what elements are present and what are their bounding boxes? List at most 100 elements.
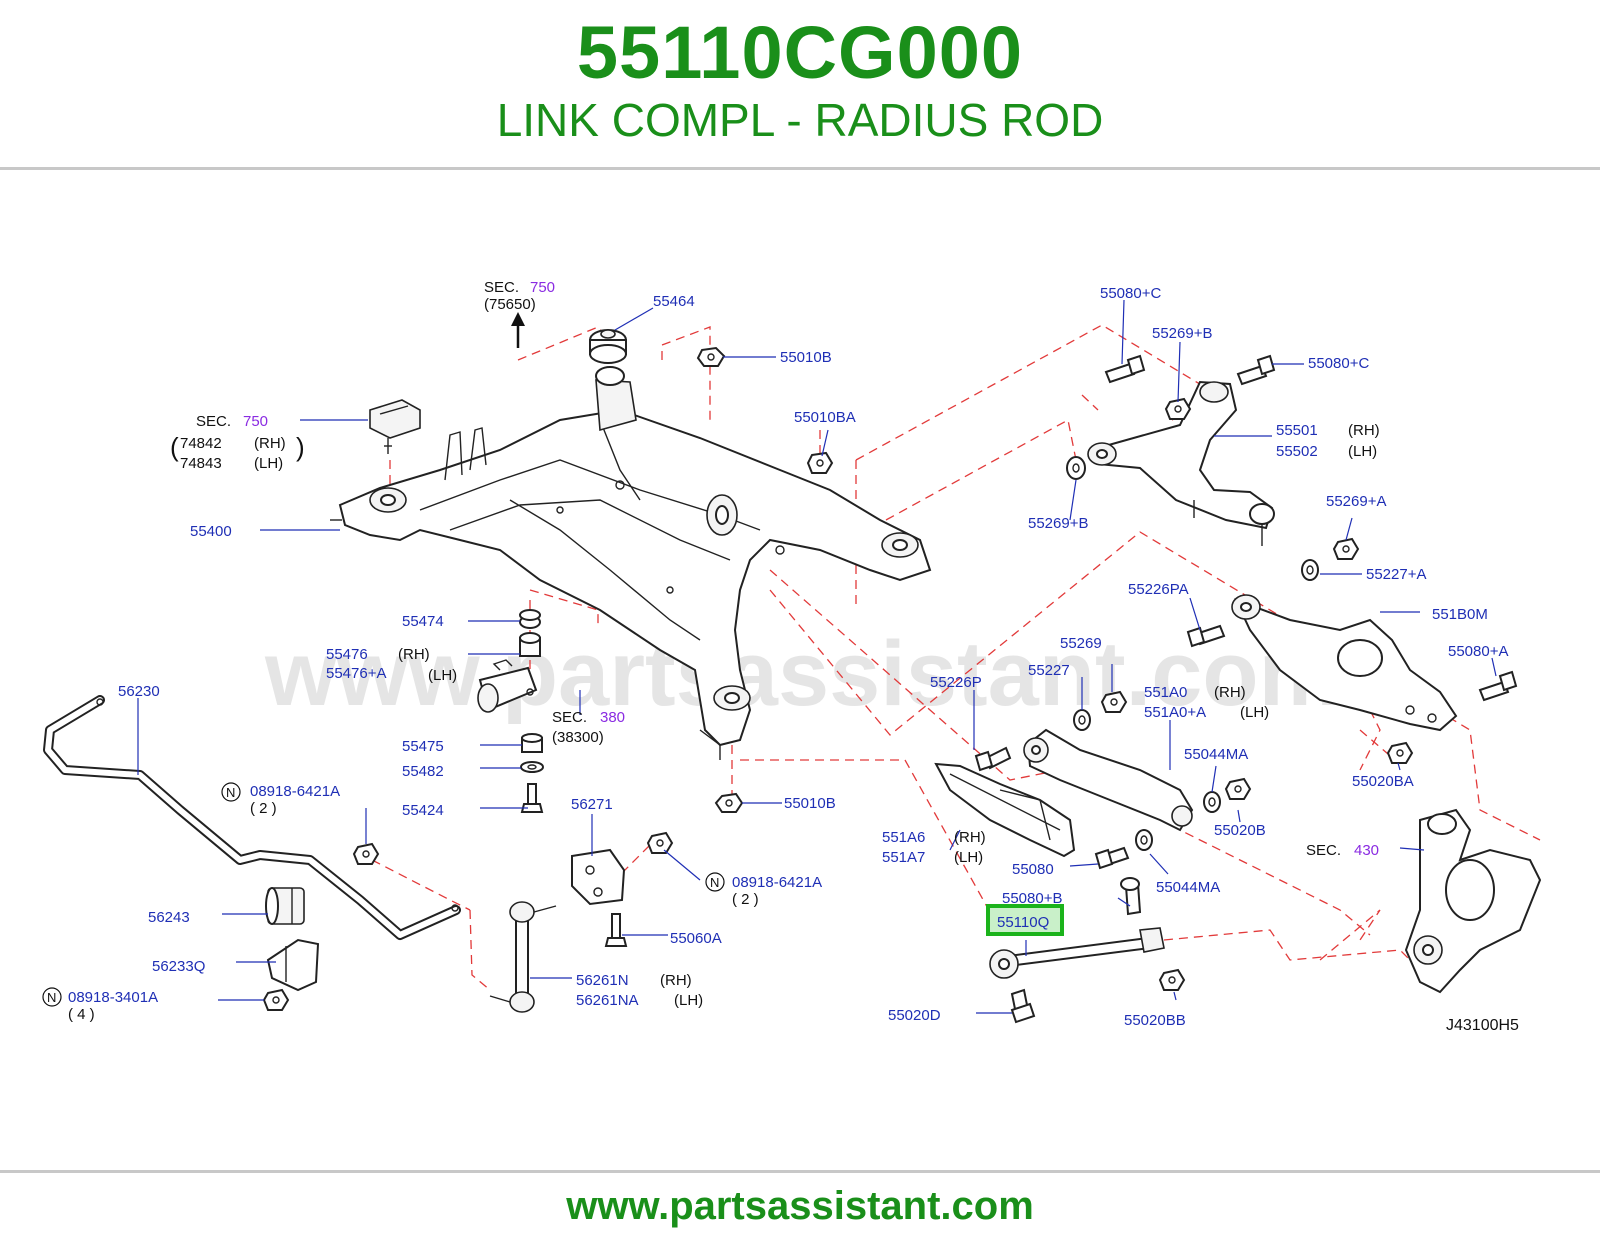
mount-55464 <box>589 329 627 364</box>
label-74842: 74842 <box>180 435 222 452</box>
page-header: 55110CG000 LINK COMPL - RADIUS ROD <box>0 0 1600 168</box>
label-55464[interactable]: 55464 <box>653 293 695 310</box>
label-55269B-mid[interactable]: 55269+B <box>1028 515 1088 532</box>
bracket-74842 <box>369 399 421 454</box>
label-55502[interactable]: 55502 <box>1276 443 1318 460</box>
bolt-55226PA <box>1186 624 1226 648</box>
n-symbol-left: N <box>226 785 235 800</box>
n-symbol-bottom: N <box>47 990 56 1005</box>
label-55110Q[interactable]: 55110Q <box>997 914 1049 931</box>
label-sec-430-number[interactable]: 430 <box>1354 842 1379 859</box>
label-55227[interactable]: 55227 <box>1028 662 1070 679</box>
label-55476A-lh: (LH) <box>428 667 457 684</box>
label-55080A[interactable]: 55080+A <box>1448 643 1508 660</box>
label-55080C-top[interactable]: 55080+C <box>1100 285 1161 302</box>
label-551A0[interactable]: 551A0 <box>1144 684 1187 701</box>
label-55060A[interactable]: 55060A <box>670 930 722 947</box>
washers-55475-55482 <box>520 733 544 773</box>
label-55226P[interactable]: 55226P <box>930 674 982 691</box>
stabilizer-bar-56230 <box>43 695 461 940</box>
label-55269A[interactable]: 55269+A <box>1326 493 1386 510</box>
label-55269[interactable]: 55269 <box>1060 635 1102 652</box>
label-qty-2-mid: ( 2 ) <box>732 891 759 908</box>
bolt-55080 <box>1094 846 1130 870</box>
label-55502-lh: (LH) <box>1348 443 1377 460</box>
label-55020D[interactable]: 55020D <box>888 1007 941 1024</box>
footer-url[interactable]: www.partsassistant.com <box>566 1184 1034 1228</box>
label-55080B[interactable]: 55080+B <box>1002 890 1062 907</box>
label-55475[interactable]: 55475 <box>402 738 444 755</box>
label-55010B-bottom[interactable]: 55010B <box>784 795 836 812</box>
radius-rod-55110Q <box>989 927 1165 979</box>
label-56233Q[interactable]: 56233Q <box>152 958 205 975</box>
label-551A6[interactable]: 551A6 <box>882 829 925 846</box>
label-56261NA-lh: (LH) <box>674 992 703 1009</box>
label-551A0A[interactable]: 551A0+A <box>1144 704 1206 721</box>
nut-08918-6421A-mid <box>646 831 674 854</box>
nut-55020BA <box>1386 741 1414 764</box>
label-55227A[interactable]: 55227+A <box>1366 566 1426 583</box>
label-55080[interactable]: 55080 <box>1012 861 1054 878</box>
diagram-code: J43100H5 <box>1446 1017 1519 1034</box>
label-55020B[interactable]: 55020B <box>1214 822 1266 839</box>
n-symbol-circle-bottom <box>42 987 62 1007</box>
washer-55269B-mid <box>1066 456 1086 480</box>
label-74843-lh: (LH) <box>254 455 283 472</box>
label-55400[interactable]: 55400 <box>190 523 232 540</box>
bushing-56243 <box>265 887 305 925</box>
label-sec-750-top: SEC. <box>484 279 519 296</box>
label-55476[interactable]: 55476 <box>326 646 368 663</box>
label-55080C-right[interactable]: 55080+C <box>1308 355 1369 372</box>
label-08918-3401A[interactable]: 08918-3401A <box>68 989 158 1006</box>
label-55424[interactable]: 55424 <box>402 802 444 819</box>
bolt-55424 <box>520 783 544 813</box>
nut-08918-3401A <box>262 988 290 1011</box>
label-74843: 74843 <box>180 455 222 472</box>
label-sec-380-number[interactable]: 380 <box>600 709 625 726</box>
label-08918-6421A-mid[interactable]: 08918-6421A <box>732 874 822 891</box>
label-55476A[interactable]: 55476+A <box>326 665 386 682</box>
label-56261N[interactable]: 56261N <box>576 972 629 989</box>
nut-55269 <box>1100 690 1128 713</box>
label-56271[interactable]: 56271 <box>571 796 613 813</box>
label-sec-750-left-number[interactable]: 750 <box>243 413 268 430</box>
label-55501[interactable]: 55501 <box>1276 422 1318 439</box>
nut-55269B-top <box>1164 397 1192 420</box>
label-sec-750-number[interactable]: 750 <box>530 279 555 296</box>
bolt-55080A <box>1478 670 1518 702</box>
label-55044MA-bottom[interactable]: 55044MA <box>1156 879 1220 896</box>
label-55226PA[interactable]: 55226PA <box>1128 581 1189 598</box>
label-55010B-top[interactable]: 55010B <box>780 349 832 366</box>
washer-55227 <box>1073 709 1091 731</box>
highlight-box-55110Q[interactable] <box>986 904 1064 936</box>
knuckle-sec430 <box>1404 808 1542 994</box>
washer-55227A <box>1301 559 1319 581</box>
label-55474[interactable]: 55474 <box>402 613 444 630</box>
label-qty-2-left: ( 2 ) <box>250 800 277 817</box>
label-55501-rh: (RH) <box>1348 422 1380 439</box>
rear-subframe-55400 <box>330 366 932 760</box>
label-551B0M[interactable]: 551B0M <box>1432 606 1488 623</box>
link-551A6 <box>934 762 1076 858</box>
label-08918-6421A-left[interactable]: 08918-6421A <box>250 783 340 800</box>
label-56243[interactable]: 56243 <box>148 909 190 926</box>
label-55020BA[interactable]: 55020BA <box>1352 773 1414 790</box>
label-55010BA[interactable]: 55010BA <box>794 409 856 426</box>
nut-55010B-bottom <box>714 792 744 813</box>
label-qty-4: ( 4 ) <box>68 1006 95 1023</box>
label-56261NA[interactable]: 56261NA <box>576 992 639 1009</box>
label-74842-rh: (RH) <box>254 435 286 452</box>
label-56230[interactable]: 56230 <box>118 683 160 700</box>
callout-labels: SEC. 750 (75650) 55464 55010B SEC. 750 (… <box>42 279 1519 1034</box>
part-name-subtitle: LINK COMPL - RADIUS ROD <box>496 94 1104 146</box>
label-55482[interactable]: 55482 <box>402 763 444 780</box>
label-55044MA-top[interactable]: 55044MA <box>1184 746 1248 763</box>
upper-arm-55501 <box>1087 380 1275 546</box>
label-55020BB[interactable]: 55020BB <box>1124 1012 1186 1029</box>
label-551A7[interactable]: 551A7 <box>882 849 925 866</box>
stabilizer-link-56261N <box>489 901 557 1013</box>
label-55269B-top[interactable]: 55269+B <box>1152 325 1212 342</box>
callout-leader-lines <box>137 299 1497 1014</box>
n-symbol-circle-left <box>221 782 241 802</box>
label-56261N-rh: (RH) <box>660 972 692 989</box>
